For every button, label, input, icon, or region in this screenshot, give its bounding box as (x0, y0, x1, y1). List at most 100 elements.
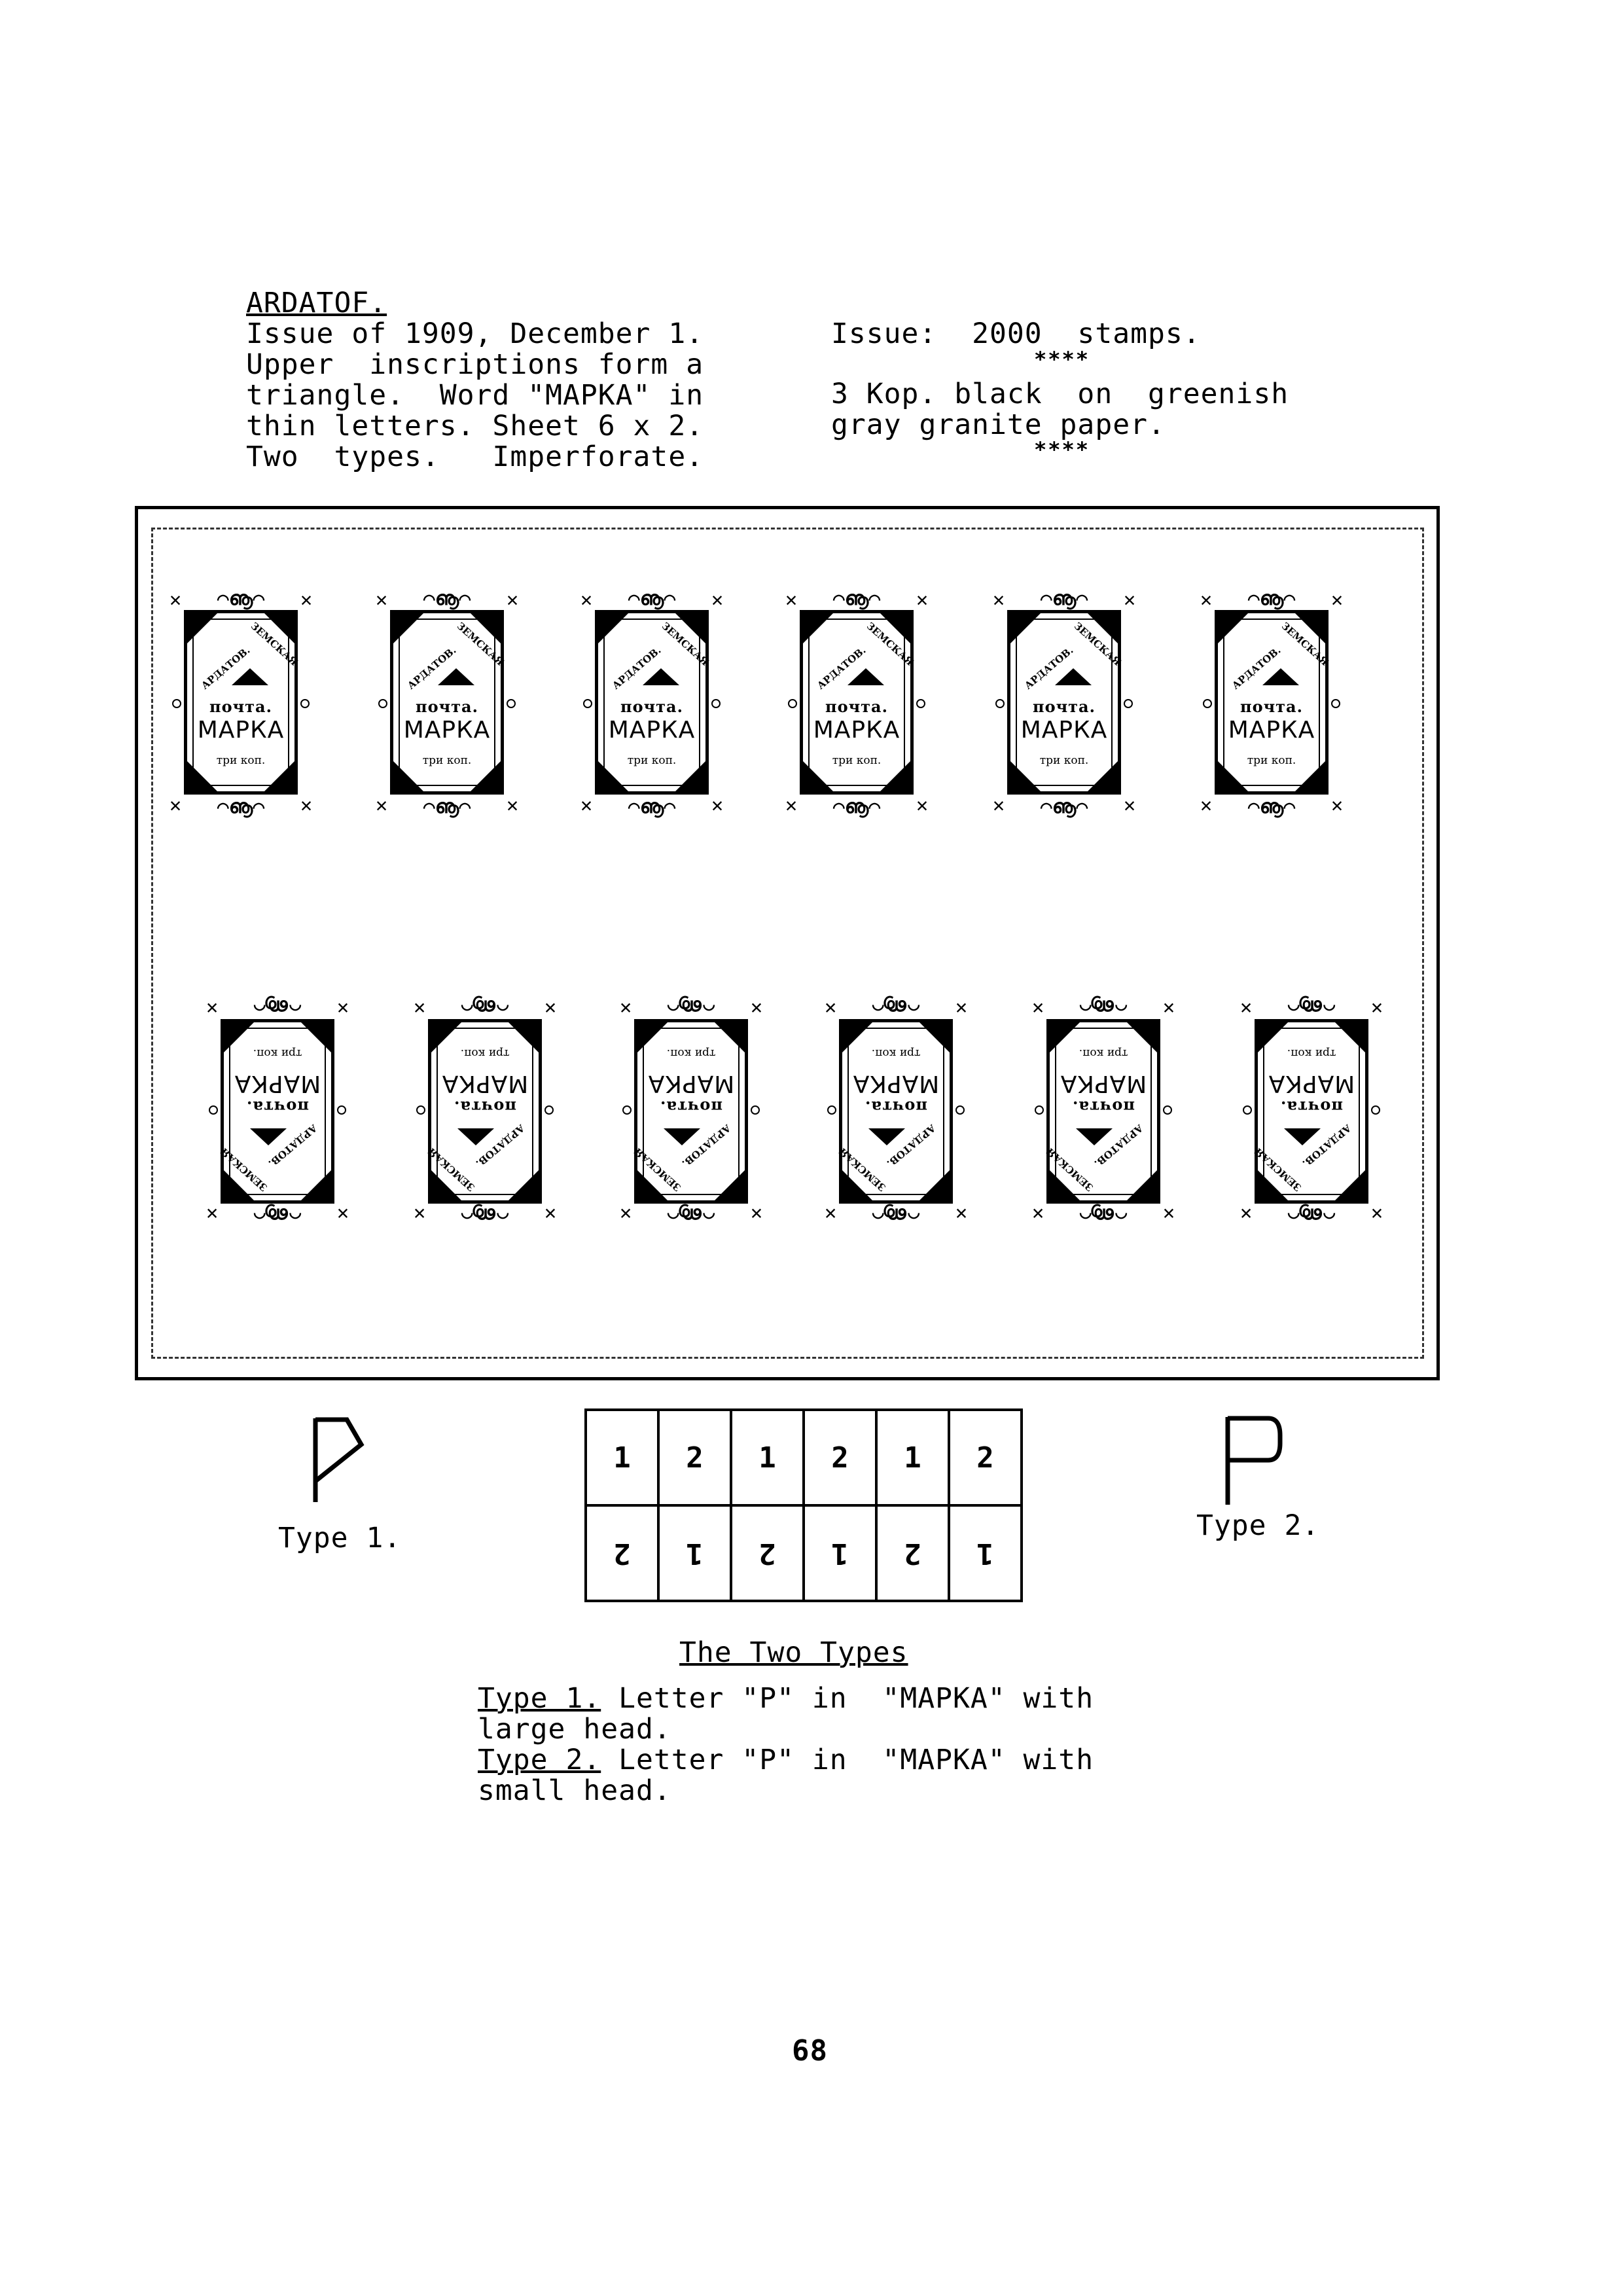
stamp-marka-text: МАРКА (608, 717, 696, 744)
top-scroll-ornament: ⌒ൡ⌒ (1287, 1204, 1336, 1227)
grid-cell: 1 (730, 1408, 805, 1507)
corner-cross-ornament: ✕ (1330, 794, 1343, 817)
stamp-marka-text: МАРКА (647, 1070, 735, 1097)
type1-description: Type 1. Letter "P" in "MAPKA" with (478, 1683, 1094, 1714)
corner-cross-ornament: ✕ (169, 794, 182, 817)
corner-cross-ornament: ✕ (916, 588, 928, 611)
triangle-ornament (664, 1128, 700, 1145)
side-dot-ornament (827, 1105, 836, 1115)
stamp-pochta-text: почта. (1033, 697, 1096, 716)
separator-stars-2: **** (1034, 437, 1090, 462)
triangle-ornament (1076, 1128, 1113, 1145)
page-number: 68 (792, 2034, 828, 2068)
side-dot-ornament (1035, 1105, 1044, 1115)
stamp-pochta-text: почта. (660, 1098, 722, 1117)
stamp-marka-text: МАРКА (1020, 717, 1108, 744)
triangle-ornament (847, 668, 884, 685)
bottom-scroll-ornament: ⌒ൡ⌒ (1079, 996, 1128, 1018)
corner-cross-ornament: ✕ (1162, 997, 1175, 1020)
type1-label: Type 1. (278, 1522, 402, 1554)
top-scroll-ornament: ⌒ൡ⌒ (1079, 1204, 1128, 1227)
grid-cell: 2 (948, 1408, 1023, 1507)
bottom-scroll-ornament: ⌒ൡ⌒ (1247, 795, 1296, 818)
corner-ornament (1010, 613, 1041, 643)
type1-letter-p-glyph (313, 1417, 365, 1502)
corner-cross-ornament: ✕ (1123, 794, 1135, 817)
bottom-scroll-ornament: ⌒ൡ⌒ (423, 795, 471, 818)
grid-cell-inverted: 2 (730, 1504, 805, 1602)
side-dot-ornament (337, 1105, 346, 1115)
section-title: ARDATOF. (246, 287, 387, 319)
grid-cell: 2 (657, 1408, 732, 1507)
stamp-value-text: три коп. (460, 1047, 510, 1060)
corner-cross-ornament: ✕ (506, 588, 518, 611)
corner-cross-ornament: ✕ (1123, 588, 1135, 611)
corner-cross-ornament: ✕ (206, 1202, 219, 1225)
corner-ornament (598, 761, 628, 791)
stamp-value-text: три коп. (216, 754, 266, 767)
top-scroll-ornament: ⌒ൡ⌒ (872, 1204, 920, 1227)
side-dot-ornament (378, 699, 387, 708)
description-line-1: Issue of 1909, December 1. (246, 317, 704, 350)
type2-prefix: Type 2. (478, 1744, 601, 1776)
side-dot-ornament (209, 1105, 218, 1115)
stamp-marka-text: МАРКА (197, 717, 285, 744)
corner-ornament (393, 761, 423, 791)
corner-ornament (1010, 761, 1041, 791)
grid-cell-inverted: 1 (802, 1504, 878, 1602)
sheet-edge (151, 528, 1424, 1359)
top-scroll-ornament: ⌒ൡ⌒ (667, 1204, 715, 1227)
corner-cross-ornament: ✕ (955, 997, 967, 1020)
type2-label: Type 2. (1196, 1509, 1320, 1542)
bottom-scroll-ornament: ⌒ൡ⌒ (217, 795, 265, 818)
bottom-scroll-ornament: ⌒ൡ⌒ (832, 795, 881, 818)
stamp-value-text: три коп. (1247, 754, 1296, 767)
stamp-pochta-text: почта. (209, 697, 272, 716)
top-scroll-ornament: ⌒ൡ⌒ (217, 587, 265, 610)
corner-cross-ornament: ✕ (580, 588, 593, 611)
side-dot-ornament (751, 1105, 760, 1115)
corner-cross-ornament: ✕ (1370, 1202, 1383, 1225)
stamp-pochta-text: почта. (246, 1098, 309, 1117)
corner-cross-ornament: ✕ (620, 997, 632, 1020)
corner-ornament (1088, 613, 1118, 643)
stamp-marka-text: МАРКА (852, 1070, 940, 1097)
corner-cross-ornament: ✕ (955, 1202, 967, 1225)
corner-ornament (675, 613, 705, 643)
corner-ornament (1218, 761, 1248, 791)
corner-cross-ornament: ✕ (825, 997, 837, 1020)
side-dot-ornament (1163, 1105, 1172, 1115)
corner-ornament (803, 613, 833, 643)
type1-description-cont: large head. (478, 1713, 671, 1746)
corner-ornament (880, 761, 910, 791)
stamp-marka-text: МАРКА (403, 717, 491, 744)
side-dot-ornament (711, 699, 721, 708)
side-dot-ornament (916, 699, 925, 708)
side-dot-ornament (1124, 699, 1133, 708)
type2-text: Letter "P" in "MAPKA" with (601, 1744, 1094, 1776)
stamp-pochta-text: почта. (865, 1098, 927, 1117)
stamp-value-text: три коп. (666, 1047, 716, 1060)
bottom-scroll-ornament: ⌒ൡ⌒ (872, 996, 920, 1018)
corner-ornament (675, 761, 705, 791)
type2-description-cont: small head. (478, 1774, 671, 1807)
stamp-value-text: три коп. (1287, 1047, 1336, 1060)
stamp-value-text: три коп. (1039, 754, 1089, 767)
corner-ornament (1088, 761, 1118, 791)
corner-cross-ornament: ✕ (785, 588, 798, 611)
bottom-scroll-ornament: ⌒ൡ⌒ (253, 996, 302, 1018)
corner-cross-ornament: ✕ (785, 794, 798, 817)
